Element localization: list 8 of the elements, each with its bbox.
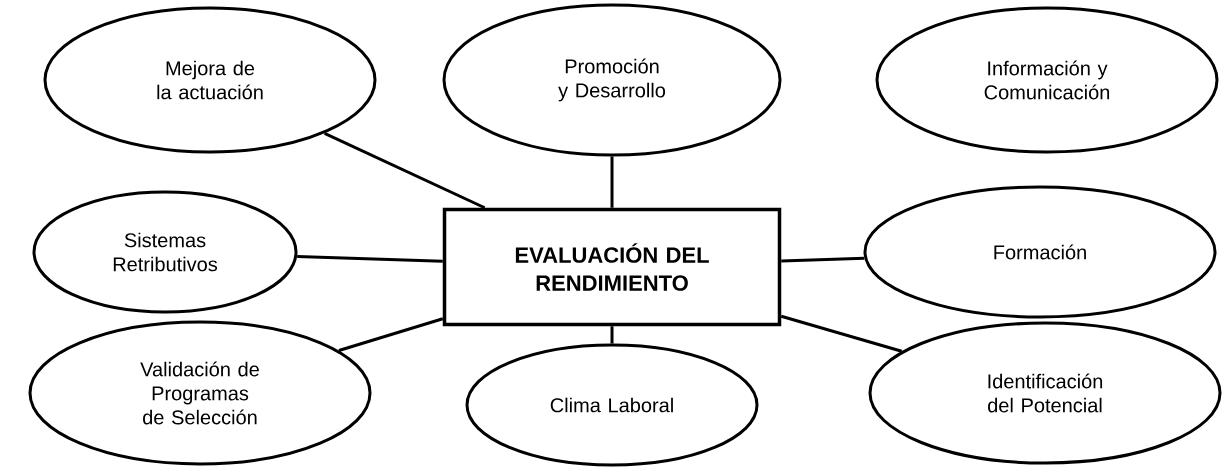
connector-line <box>780 314 903 353</box>
connector-line <box>610 326 614 344</box>
connector-line <box>297 254 443 263</box>
connector-line <box>781 256 865 263</box>
connector-line <box>324 131 486 210</box>
connector-line <box>338 317 444 352</box>
title-box: EVALUACIÓN DEL RENDIMIENTO <box>442 207 782 327</box>
connector-line <box>610 156 614 208</box>
